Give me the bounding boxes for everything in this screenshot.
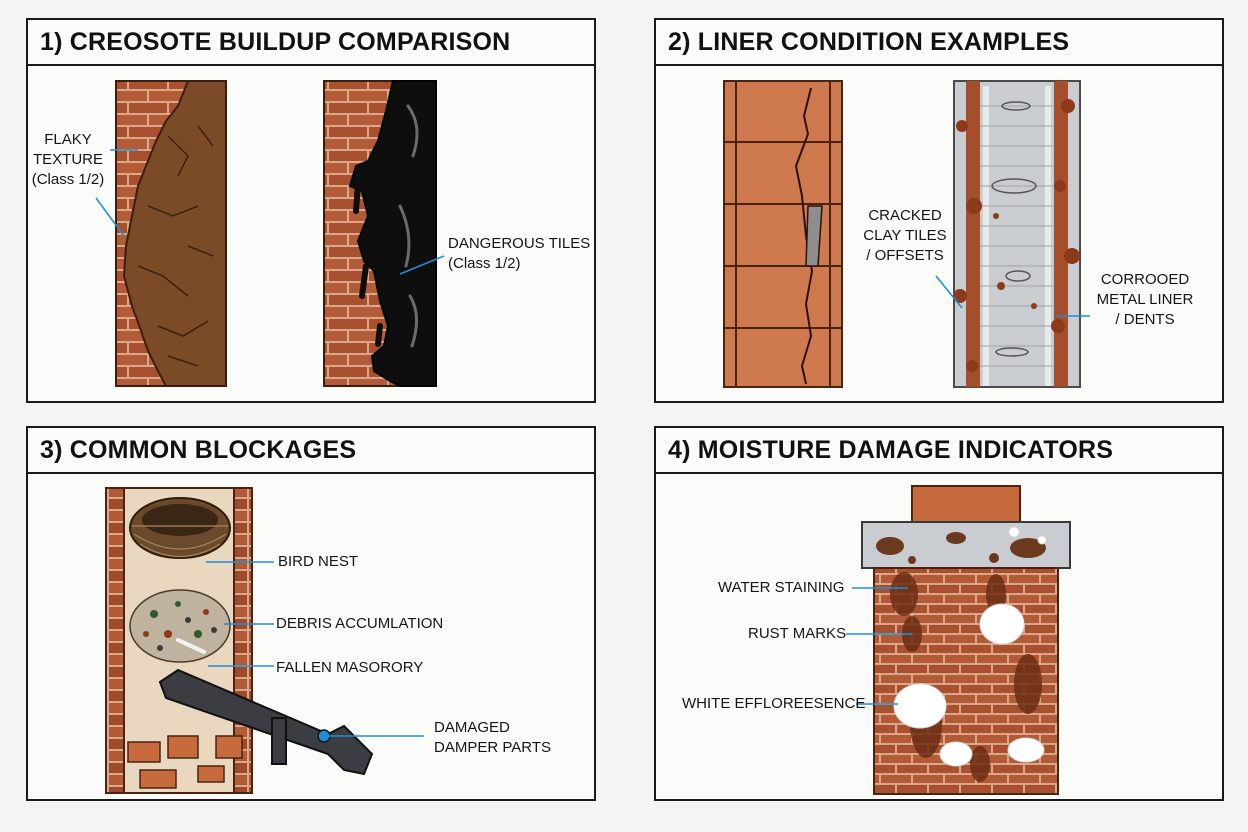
panel-creosote-buildup: 1) CREOSOTE BUILDUP COMPARISON	[26, 18, 596, 403]
glazed-creosote-flue	[323, 80, 437, 387]
liner-illustration	[723, 80, 1090, 388]
label-water-staining: WATER STAINING	[718, 579, 845, 596]
metal-liner	[953, 80, 1081, 388]
label-fallen-masonry: FALLEN MASORORY	[276, 659, 424, 676]
panel-title: 1) CREOSOTE BUILDUP COMPARISON	[40, 28, 511, 56]
panel-liner-condition: 2) LINER CONDITION EXAMPLES	[654, 18, 1224, 403]
panel-header: 3) COMMON BLOCKAGES	[28, 428, 594, 474]
clay-tile-liner	[723, 80, 843, 388]
panel-header: 4) MOISTURE DAMAGE INDICATORS	[656, 428, 1222, 474]
bird-nest	[129, 497, 231, 559]
panel-header: 1) CREOSOTE BUILDUP COMPARISON	[28, 20, 594, 66]
panel-header: 2) LINER CONDITION EXAMPLES	[656, 20, 1222, 66]
panel-moisture-damage: 4) MOISTURE DAMAGE INDICATORS	[654, 426, 1224, 801]
leader-lines	[95, 149, 445, 275]
leader-lines	[206, 561, 424, 737]
creosote-illustration	[95, 80, 445, 387]
label-rust-marks: RUST MARKS	[748, 625, 847, 642]
flaky-creosote-flue	[115, 80, 227, 387]
blockages-illustration	[105, 487, 424, 794]
damper-parts	[158, 668, 374, 776]
label-bird-nest: BIRD NEST	[278, 553, 359, 570]
label-dangerous-tiles: DANGEROUS TILES (Class 1/2)	[448, 235, 591, 272]
leader-lines	[846, 587, 912, 705]
rust-marks	[876, 532, 1046, 564]
debris-pile	[129, 589, 231, 663]
panel-title: 4) MOISTURE DAMAGE INDICATORS	[668, 436, 1114, 464]
panel-common-blockages: 3) COMMON BLOCKAGES	[26, 426, 596, 801]
fallen-masonry	[127, 735, 243, 789]
label-debris-accumulation: DEBRIS ACCUMLATION	[276, 615, 444, 632]
panel-title: 2) LINER CONDITION EXAMPLES	[668, 28, 1070, 56]
label-flaky-texture: FLAKY TEXTURE (Class 1/2)	[31, 131, 105, 188]
label-white-efflorescence: WHITE EFFLOREESENCE	[682, 695, 866, 712]
label-corroded-metal-liner: CORROOED METAL LINER / DENTS	[1096, 271, 1194, 328]
panel-title: 3) COMMON BLOCKAGES	[40, 436, 357, 464]
leader-lines	[935, 275, 1090, 317]
moisture-illustration	[846, 485, 1071, 795]
efflorescence	[893, 526, 1047, 767]
label-damaged-damper: DAMAGED DAMPER PARTS	[434, 719, 551, 756]
label-cracked-clay-tiles: CRACKED CLAY TILES / OFFSETS	[863, 207, 947, 264]
